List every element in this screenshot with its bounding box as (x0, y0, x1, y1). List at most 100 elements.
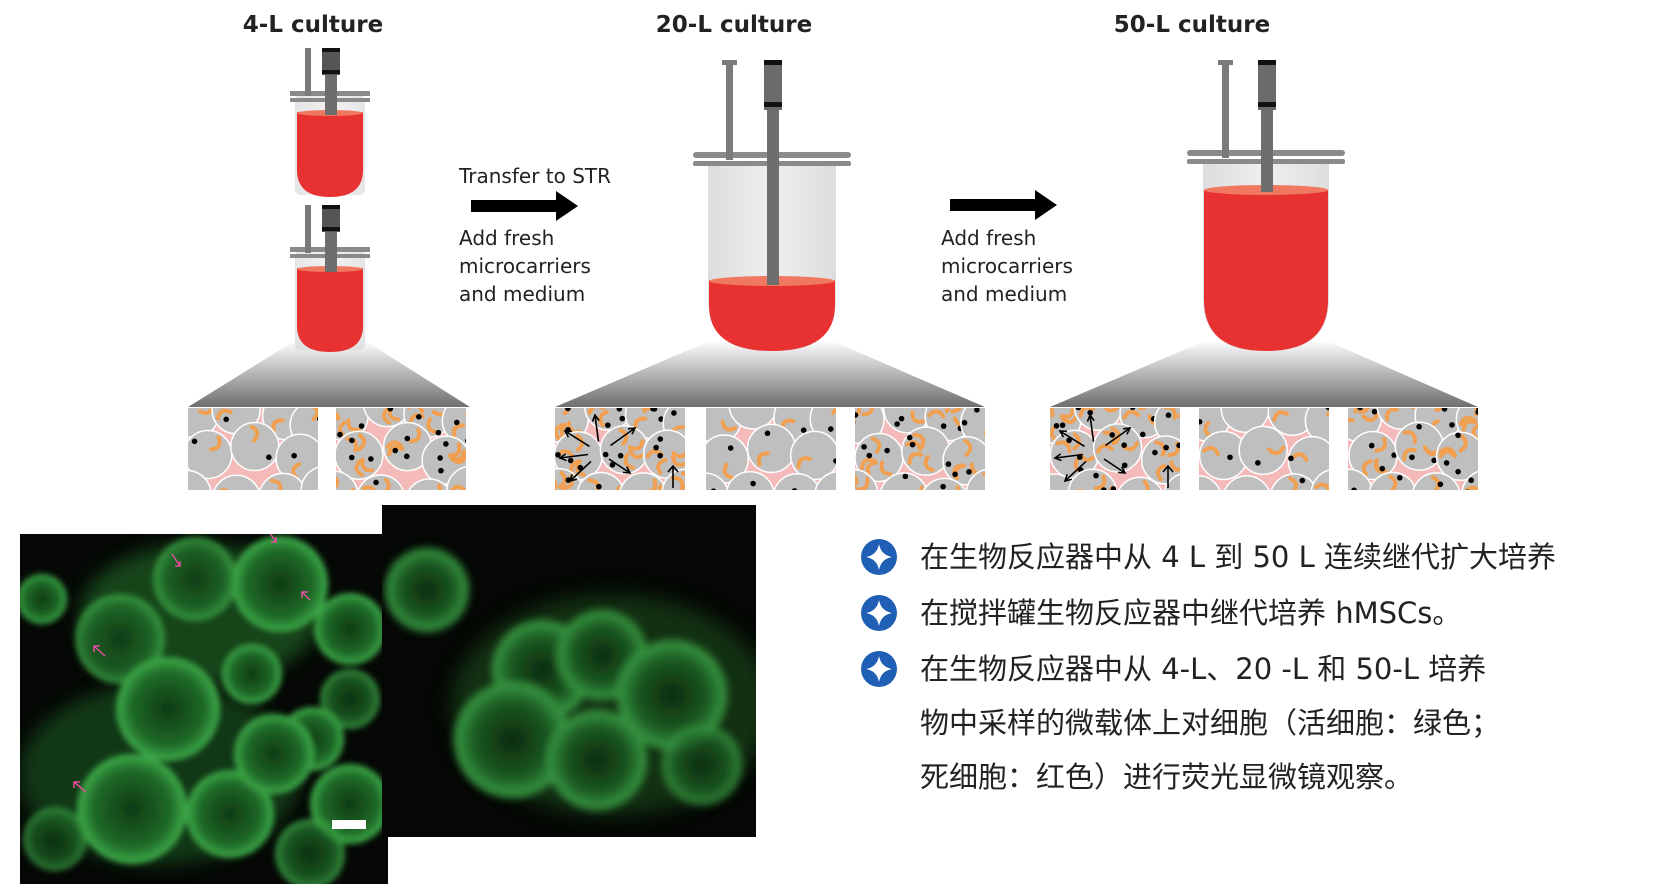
cell-nucleus (291, 452, 297, 459)
cell-mark (575, 459, 586, 477)
cell-nucleus (861, 444, 867, 450)
cell-nucleus (616, 408, 623, 412)
cell-nucleus (541, 484, 547, 490)
cell-nucleus (1199, 418, 1203, 425)
four-point-star-icon (861, 651, 897, 687)
cell-mark (670, 455, 685, 468)
bullet-1-text: 在生物反应器中从 4 L 到 50 L 连续继代扩大培养 (920, 540, 1556, 574)
cell-nucleus (1087, 409, 1093, 416)
cell-nucleus (1357, 408, 1363, 411)
microcarrier-panel-7 (1199, 408, 1329, 490)
step-2-add: Add fresh microcarriers and medium (941, 224, 1073, 308)
cell-mark (1314, 482, 1329, 490)
microcarrier-bead (188, 469, 212, 490)
cell-mark (1184, 425, 1196, 433)
cell-mark (449, 484, 466, 490)
step-2-line-1: Add fresh (941, 226, 1037, 250)
step-1-add: Add fresh microcarriers and medium (459, 224, 591, 308)
cell-mark (841, 477, 848, 490)
cell-nucleus (995, 485, 1001, 490)
cell-nucleus (1371, 408, 1378, 415)
microcarrier-panel-4 (706, 408, 848, 490)
cell-nucleus (1431, 457, 1437, 464)
bullet-item-1: 在生物反应器中从 4 L 到 50 L 连续继代扩大培养 (860, 530, 1650, 584)
step-1-transfer: Transfer to STR (459, 164, 612, 188)
cell-mark (1078, 408, 1095, 418)
migration-arrow (667, 464, 679, 488)
migration-arrow (1086, 413, 1095, 442)
cell-nucleus (443, 441, 449, 447)
cell-nucleus (658, 416, 664, 422)
cell-mark (879, 460, 893, 477)
cell-nucleus (1391, 452, 1397, 458)
microcarrier-bead (1199, 474, 1221, 490)
cell-nucleus (438, 467, 444, 474)
cell-mark (646, 478, 658, 490)
cell-mark (555, 478, 558, 490)
cell-nucleus (1059, 422, 1066, 428)
cell-mark (360, 457, 374, 473)
cell-nucleus (1475, 408, 1478, 410)
cell-nucleus (358, 423, 365, 429)
step-1-line-3: microcarriers (459, 254, 591, 278)
cell-mark (451, 423, 465, 439)
microcarrier-bead (446, 466, 466, 490)
cell-mark (1361, 459, 1373, 477)
microcarrier-bead (880, 472, 928, 490)
microcarrier-bead (1118, 476, 1163, 490)
cell-mark (1185, 477, 1190, 490)
migration-arrow (558, 453, 589, 462)
cell-nucleus (1093, 472, 1099, 479)
step-1-line-4: and medium (459, 282, 586, 306)
cell-nucleus (791, 488, 798, 490)
cell-nucleus (1455, 432, 1461, 439)
microcarrier-bead (336, 430, 384, 480)
cell-mark (831, 408, 836, 415)
cell-mark (465, 413, 466, 417)
migration-arrow (1162, 464, 1174, 488)
cell-nucleus (266, 454, 272, 461)
cell-nucleus (1465, 489, 1470, 490)
cell-mark (616, 485, 621, 490)
bullet-3-line-2: 物中采样的微载体上对细胞（活细胞：绿色； (920, 706, 1501, 740)
microcarrier-bead (336, 470, 358, 490)
cell-nucleus (1255, 460, 1261, 466)
cell-mark (623, 453, 636, 470)
cell-mark (907, 451, 924, 465)
cell-nucleus (368, 456, 374, 462)
cell-nucleus (1109, 432, 1116, 438)
vessel-50l (1187, 60, 1345, 352)
cell-mark (1458, 415, 1477, 426)
cell-mark (1374, 436, 1388, 453)
cell-nucleus (1176, 442, 1180, 449)
migration-arrow (568, 460, 592, 483)
cell-mark (337, 420, 347, 439)
microcarrier-bead (746, 423, 797, 474)
cell-nucleus (902, 473, 909, 480)
zoom-funnel-20l (555, 340, 985, 407)
cell-nucleus (547, 403, 553, 409)
microcarrier-panel-8 (1348, 408, 1494, 490)
stage-title-4l: 4-L culture (242, 12, 384, 38)
cell-nucleus (320, 486, 326, 490)
migration-arrow (610, 427, 637, 447)
cell-mark (1402, 447, 1417, 462)
cell-mark (855, 410, 857, 419)
cell-mark (587, 478, 600, 490)
cell-nucleus (833, 458, 836, 464)
microcarrier-bead (725, 470, 775, 490)
cell-mark (859, 457, 876, 471)
cell-nucleus (1379, 465, 1386, 472)
cell-mark (1267, 445, 1286, 456)
micrograph-right (382, 505, 756, 837)
cell-mark (383, 477, 391, 490)
four-point-star-icon (861, 595, 897, 631)
microcarrier-bead (789, 430, 836, 481)
cell-mark (722, 462, 734, 480)
microcarrier-panel-2 (320, 408, 466, 490)
cell-nucleus (1455, 468, 1461, 475)
cell-mark (1488, 475, 1494, 489)
microcarrier-bead (1348, 468, 1373, 490)
cell-nucleus (1368, 442, 1375, 449)
cell-mark (1361, 412, 1380, 423)
